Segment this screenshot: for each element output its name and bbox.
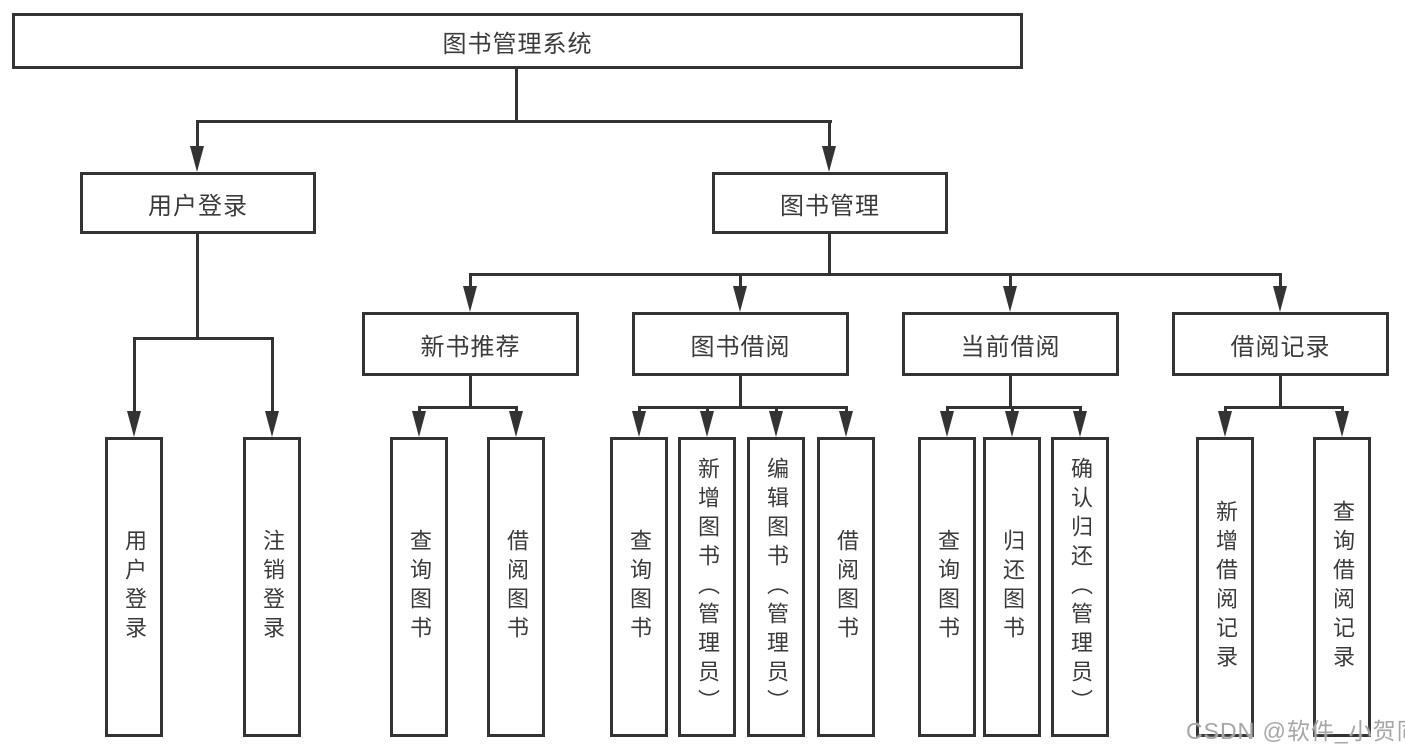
leaf-query-borrow-record: 查询借阅记录 <box>1313 437 1371 737</box>
arrow-down-icon <box>463 286 477 312</box>
connector-bar <box>418 406 518 409</box>
arrow-down-icon <box>190 146 204 172</box>
leaf-label: 新增借阅记录 <box>1213 500 1238 674</box>
connector-drop <box>828 120 831 146</box>
node-borrowing-records: 借阅记录 <box>1172 312 1389 376</box>
leaf-label: 归还图书 <box>1000 529 1025 645</box>
connector-bookmgmt-stem <box>828 234 831 273</box>
connector-drop <box>418 406 421 414</box>
leaf-borrow-books-borrowing: 借阅图书 <box>817 437 875 737</box>
node-book-management: 图书管理 <box>712 172 948 234</box>
leaf-edit-book-admin: 编辑图书（管理员） <box>747 437 805 737</box>
arrow-down-icon <box>1273 286 1287 312</box>
leaf-logout: 注销登录 <box>243 437 301 737</box>
leaf-add-borrow-record: 新增借阅记录 <box>1196 437 1254 737</box>
node-new-book-recommendation: 新书推荐 <box>362 312 579 376</box>
arrow-down-icon <box>509 411 523 437</box>
connector-drop <box>1009 276 1012 288</box>
connector-drop <box>1341 406 1344 414</box>
connector-bar <box>638 406 847 409</box>
connector-drop <box>775 406 778 414</box>
connector-drop <box>133 337 136 411</box>
arrow-down-icon <box>769 411 783 437</box>
leaf-label: 注销登录 <box>260 529 285 645</box>
leaf-label: 借阅图书 <box>834 529 859 645</box>
leaf-query-books-recommend: 查询图书 <box>390 437 448 737</box>
leaf-label: 查询借阅记录 <box>1330 500 1355 674</box>
leaf-label: 查询图书 <box>627 529 652 645</box>
leaf-confirm-return-admin: 确认归还（管理员） <box>1051 437 1109 737</box>
arrow-down-icon <box>1335 411 1349 437</box>
arrow-down-icon <box>1218 411 1232 437</box>
connector-drop <box>515 406 518 414</box>
connector-level1-bar <box>196 120 832 123</box>
connector-drop <box>1279 276 1282 288</box>
leaf-query-books-borrowing: 查询图书 <box>610 437 668 737</box>
node-book-borrowing: 图书借阅 <box>632 312 849 376</box>
arrow-down-icon <box>1073 411 1087 437</box>
arrow-down-icon <box>733 286 747 312</box>
leaf-borrow-books-recommend: 借阅图书 <box>487 437 545 737</box>
connector-drop <box>739 276 742 288</box>
leaf-query-books-current: 查询图书 <box>918 437 976 737</box>
connector-drop <box>1079 406 1082 414</box>
connector-stem <box>739 376 742 406</box>
node-user-login: 用户登录 <box>80 172 316 234</box>
node-root: 图书管理系统 <box>12 13 1023 69</box>
leaf-label: 用户登录 <box>122 529 147 645</box>
connector-drop <box>469 276 472 288</box>
arrow-down-icon <box>700 411 714 437</box>
connector-drop <box>946 406 949 414</box>
connector-root-stem <box>515 69 518 120</box>
leaf-label: 新增图书（管理员） <box>695 456 720 718</box>
connector-level2-bar <box>469 273 1282 276</box>
leaf-label: 确认归还（管理员） <box>1068 456 1093 718</box>
connector-drop <box>196 120 199 146</box>
leaf-add-book-admin: 新增图书（管理员） <box>678 437 736 737</box>
leaf-label: 查询图书 <box>935 529 960 645</box>
csdn-watermark: CSDN @软件_小贺同学 <box>1186 718 1405 744</box>
connector-userlogin-bar <box>133 337 274 340</box>
connector-drop <box>271 337 274 411</box>
connector-drop <box>1224 406 1227 414</box>
connector-stem <box>1009 376 1012 406</box>
connector-stem <box>1279 376 1282 406</box>
arrow-down-icon <box>265 411 279 437</box>
leaf-user-login: 用户登录 <box>105 437 163 737</box>
arrow-down-icon <box>839 411 853 437</box>
arrow-down-icon <box>632 411 646 437</box>
arrow-down-icon <box>412 411 426 437</box>
connector-userlogin-stem <box>196 234 199 337</box>
arrow-down-icon <box>1003 286 1017 312</box>
connector-drop <box>706 406 709 414</box>
arrow-down-icon <box>822 146 836 172</box>
leaf-label: 编辑图书（管理员） <box>764 456 789 718</box>
arrow-down-icon <box>940 411 954 437</box>
connector-stem <box>469 376 472 406</box>
connector-bar <box>1224 406 1343 409</box>
arrow-down-icon <box>1005 411 1019 437</box>
connector-drop <box>1011 406 1014 414</box>
leaf-return-books: 归还图书 <box>983 437 1041 737</box>
connector-drop <box>638 406 641 414</box>
leaf-label: 查询图书 <box>407 529 432 645</box>
connector-drop <box>845 406 848 414</box>
arrow-down-icon <box>127 411 141 437</box>
leaf-label: 借阅图书 <box>504 529 529 645</box>
node-current-borrowing: 当前借阅 <box>902 312 1119 376</box>
